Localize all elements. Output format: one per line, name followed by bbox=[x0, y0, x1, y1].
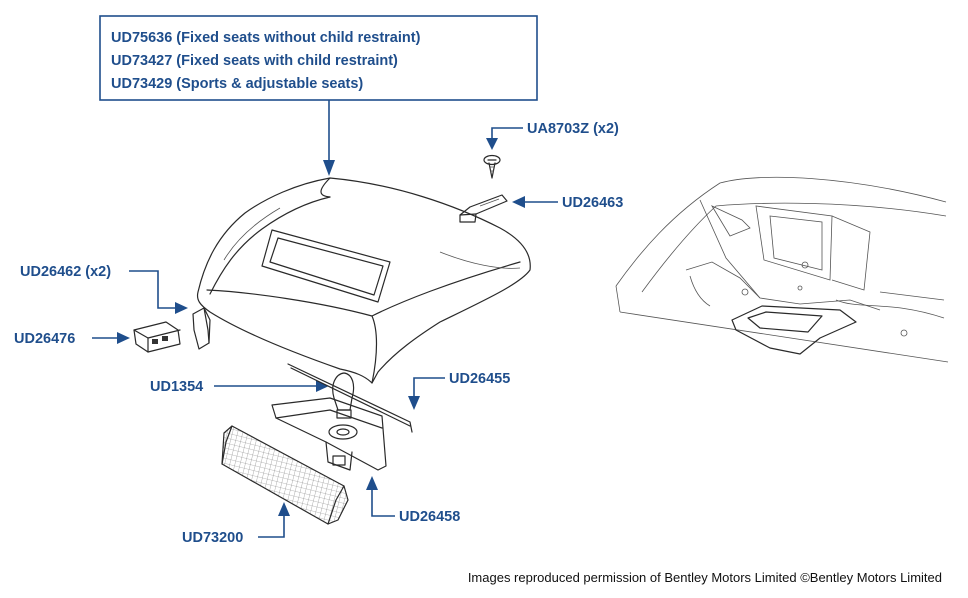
header-line-3: UD73429 (Sports & adjustable seats) bbox=[111, 76, 363, 92]
screw-drawing bbox=[483, 154, 501, 179]
ud26455-leader bbox=[408, 377, 445, 410]
car-interior-drawing bbox=[615, 176, 949, 363]
bulb-drawing bbox=[332, 372, 355, 419]
clip-drawing bbox=[192, 307, 211, 350]
ud26476-leader bbox=[92, 332, 130, 344]
ud26462-leader bbox=[129, 270, 188, 314]
lamp-holder-drawing bbox=[271, 397, 387, 471]
label-ud26458: UD26458 bbox=[399, 509, 460, 525]
header-line-1: UD75636 (Fixed seats without child restr… bbox=[111, 30, 421, 46]
wire-drawing bbox=[287, 363, 413, 433]
label-ud26463: UD26463 bbox=[562, 195, 623, 211]
ud73200-leader bbox=[258, 502, 290, 538]
header-box-border bbox=[99, 15, 538, 101]
label-ud26462: UD26462 (x2) bbox=[20, 264, 111, 280]
bracket-drawing bbox=[459, 194, 508, 223]
header-box: UD75636 (Fixed seats without child restr… bbox=[99, 15, 538, 101]
ud26463-leader bbox=[512, 196, 558, 208]
ud1354-leader bbox=[214, 380, 329, 392]
label-ua8703z: UA8703Z (x2) bbox=[527, 121, 619, 137]
lens-drawing bbox=[221, 425, 349, 525]
connector-drawing bbox=[133, 321, 181, 353]
label-ud1354: UD1354 bbox=[150, 379, 203, 395]
ua8703z-leader bbox=[486, 127, 523, 150]
ud26458-leader bbox=[366, 476, 395, 517]
label-ud73200: UD73200 bbox=[182, 530, 243, 546]
label-ud26455: UD26455 bbox=[449, 371, 510, 387]
label-ud26476: UD26476 bbox=[14, 331, 75, 347]
copyright-notice: Images reproduced permission of Bentley … bbox=[468, 570, 942, 585]
header-line-2: UD73427 (Fixed seats with child restrain… bbox=[111, 53, 398, 69]
lamp-housing-drawing bbox=[196, 177, 531, 384]
header-arrow bbox=[323, 100, 335, 176]
